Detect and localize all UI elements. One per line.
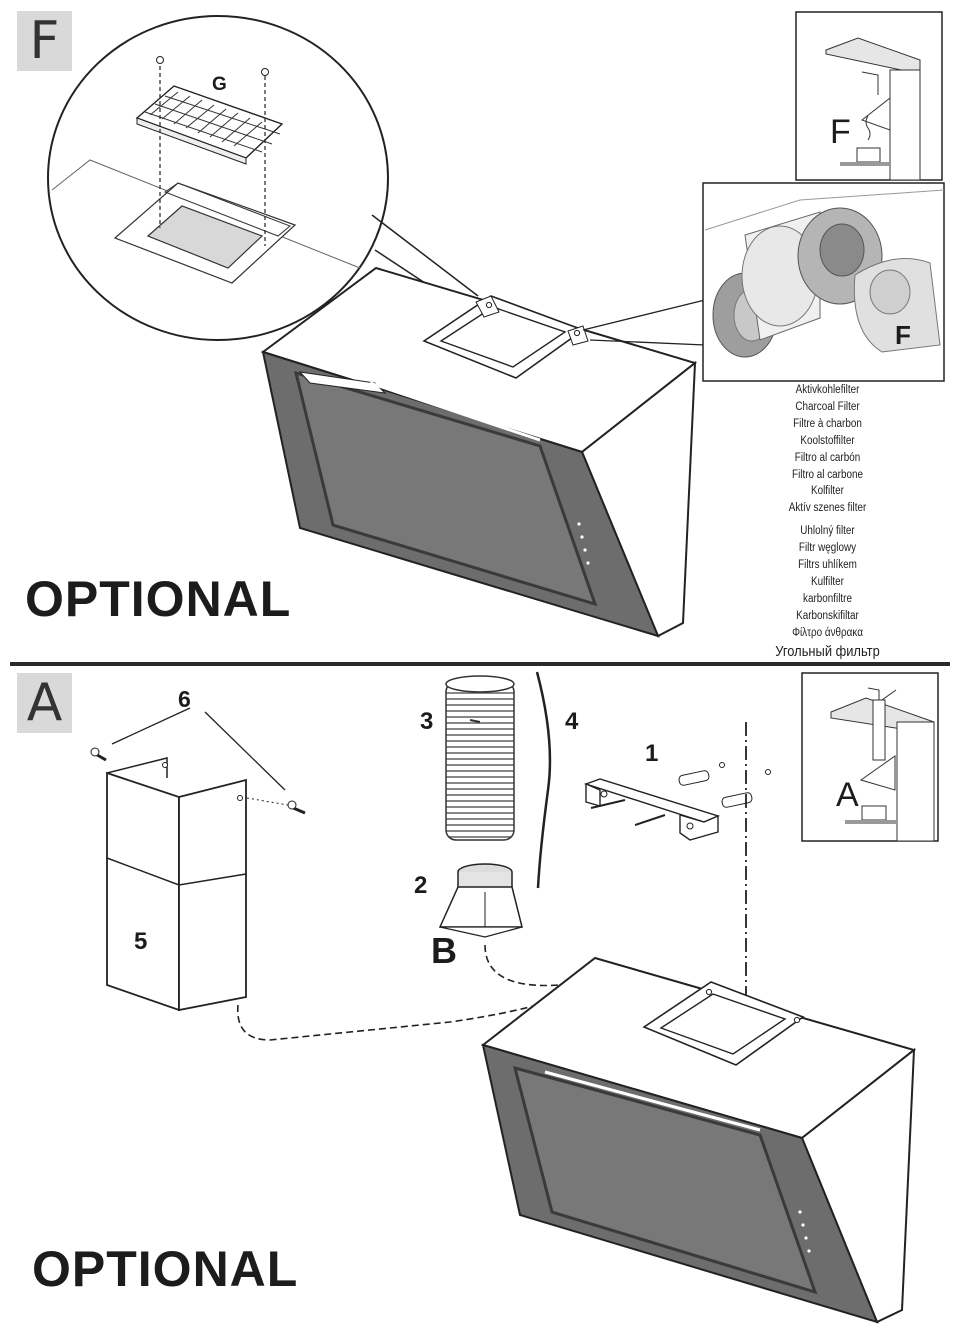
- chimney-cover: [106, 757, 247, 1012]
- filter-name-pl: Filtr węglowy: [798, 542, 857, 555]
- filter-name-es: Filtro al carbón: [794, 451, 861, 464]
- inset-f-label: F: [830, 113, 851, 151]
- filter-name-hu: Aktív szenes filter: [788, 502, 867, 515]
- recirculation-inset: [795, 11, 943, 181]
- part-3-label: 3: [420, 708, 434, 735]
- optional-label-a: OPTIONAL: [32, 1241, 299, 1297]
- part-5-label: 5: [134, 928, 148, 955]
- filter-name-nl: Koolstoffilter: [800, 434, 855, 447]
- cooker-hood-a: [480, 956, 917, 1324]
- part-4-label: 4: [565, 708, 579, 735]
- part-g-label: G: [212, 74, 227, 95]
- charcoal-filter-grille: [135, 85, 284, 165]
- part-2-label: 2: [414, 872, 428, 899]
- duct-adapter: [438, 863, 523, 938]
- charcoal-filter-names: Aktivkohlefilter Charcoal Filter Filtre …: [757, 382, 899, 661]
- flexible-duct: [445, 675, 515, 841]
- filter-name-hr: Karbonskifiltar: [796, 609, 859, 622]
- cooker-hood-f: [260, 266, 706, 638]
- chimney-screws: [90, 707, 306, 815]
- filter-name-el: Φίλτρο άνθρακα: [792, 626, 863, 639]
- charcoal-filter-inset: [702, 182, 945, 382]
- filter-name-tr: karbonfiltre: [803, 592, 852, 605]
- wall-plugs: [678, 762, 771, 808]
- filter-zoom-circle: [47, 15, 479, 341]
- power-cable: [535, 671, 552, 889]
- section-divider: [10, 662, 950, 666]
- filter-name-ru: Угольный фильтр: [775, 642, 880, 660]
- filter-f-label: F: [895, 320, 911, 350]
- filter-name-sv: Kolfilter: [810, 485, 844, 498]
- ducted-inset: [801, 672, 939, 842]
- filter-name-sk: Uhlolný filter: [800, 525, 855, 538]
- filter-name-it: Filtro al carbone: [792, 468, 863, 481]
- wall-bracket: [583, 762, 771, 841]
- filter-name-fr: Filtre à charbon: [793, 417, 862, 430]
- section-a-badge: A: [17, 673, 72, 733]
- filter-name-de: Aktivkohlefilter: [795, 384, 860, 396]
- optional-label-f: OPTIONAL: [25, 571, 292, 627]
- part-1-label: 1: [645, 740, 659, 767]
- filter-name-da: Kulfilter: [810, 575, 844, 588]
- filter-name-cs: Filtrs uhlíkem: [798, 559, 857, 572]
- section-f-badge: F: [17, 11, 72, 71]
- part-b-label: B: [431, 930, 457, 971]
- filter-name-en: Charcoal Filter: [795, 400, 860, 413]
- part-6-label: 6: [178, 686, 191, 712]
- inset-a-label: A: [836, 776, 859, 814]
